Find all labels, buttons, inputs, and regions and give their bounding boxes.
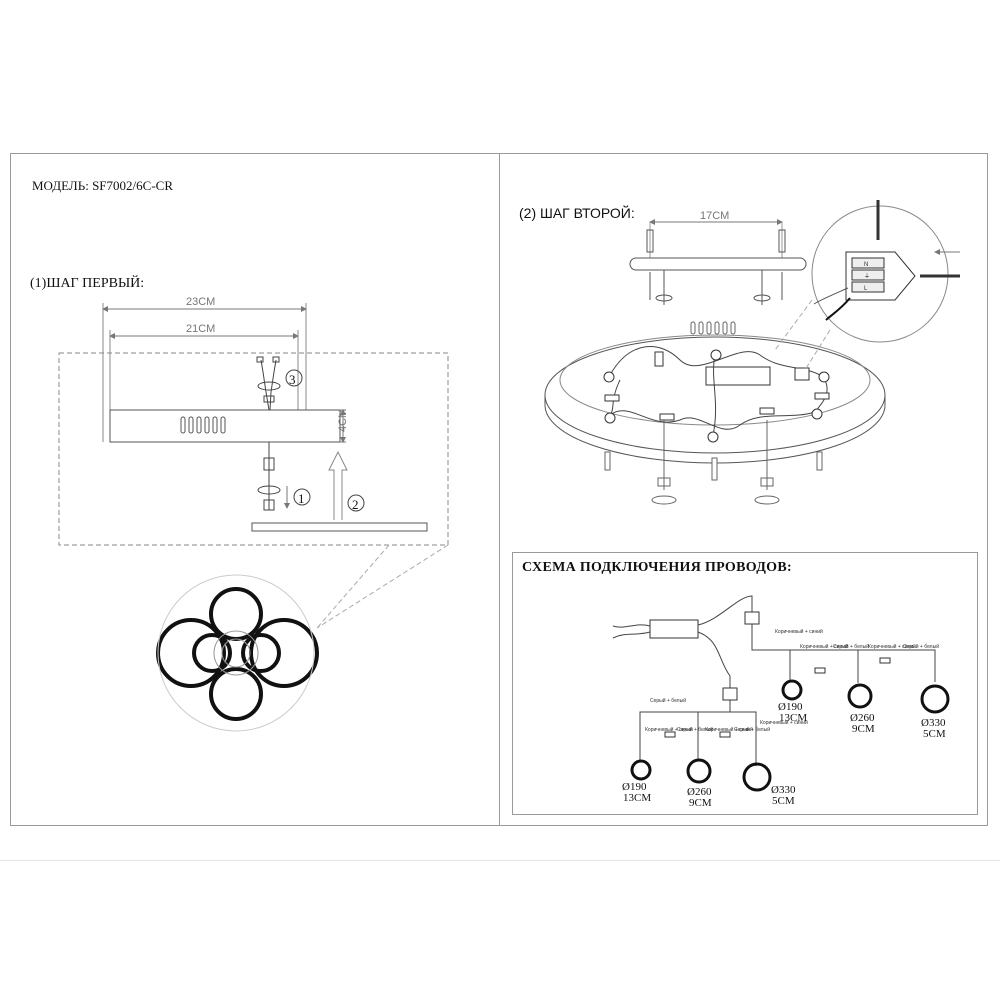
screws-bottom bbox=[651, 420, 780, 505]
ring-330-bottom bbox=[742, 762, 772, 792]
terminal-label-ground: ⏚ bbox=[864, 273, 870, 280]
callout-2: 2 bbox=[352, 497, 359, 512]
wire-label-brown-blue: Коричневый + синий bbox=[775, 628, 823, 635]
arrow-2 bbox=[328, 450, 348, 520]
panel-divider bbox=[499, 153, 500, 826]
wiring-scheme: Коричневый + синий Коричневый + синий Се… bbox=[612, 595, 950, 809]
wire-label-6: Серый + белый bbox=[677, 726, 713, 733]
callout-2-circle bbox=[347, 494, 365, 512]
dim-4-label: 4CM bbox=[337, 409, 349, 432]
scheme-connectors bbox=[664, 611, 891, 738]
step2-diagram: 17CM bbox=[544, 200, 960, 505]
led-driver bbox=[705, 366, 771, 386]
fixture-top-view bbox=[156, 587, 319, 721]
canopy-vents bbox=[180, 416, 226, 434]
ring-260-bottom bbox=[686, 758, 712, 784]
ring-top-1-height: 13CM bbox=[779, 712, 807, 724]
ring-top-1-diameter: Ø190 bbox=[778, 701, 803, 713]
wire-label-4: Серый + белый bbox=[903, 643, 939, 650]
step1-title: (1)ШАГ ПЕРВЫЙ: bbox=[30, 276, 145, 291]
page-rule bbox=[0, 860, 1000, 861]
wire-label-3: Коричневый + синий bbox=[868, 643, 916, 650]
ring-top-2-height: 9CM bbox=[852, 723, 875, 735]
wire-label-7: Коричневый + синий bbox=[705, 726, 753, 733]
ring-top-3-diameter: Ø330 bbox=[921, 717, 946, 729]
wiring-scheme-title: СХЕМА ПОДКЛЮЧЕНИЯ ПРОВОДОВ: bbox=[522, 560, 792, 575]
anchors bbox=[646, 229, 786, 305]
wire-label-2: Серый + белый bbox=[833, 643, 869, 650]
ring-190-top bbox=[781, 679, 803, 701]
step1-diagram: 23CM 21CM 4CM bbox=[58, 296, 449, 732]
ring-bottom-2-height: 9CM bbox=[689, 797, 712, 809]
callout-3-circle bbox=[285, 369, 303, 387]
dim-17-label: 17CM bbox=[700, 210, 729, 222]
canopy-wires bbox=[256, 356, 281, 511]
mounting-bracket bbox=[629, 257, 807, 271]
wiring-scheme-frame bbox=[512, 552, 978, 815]
mount-plate bbox=[251, 522, 428, 532]
ring-bottom-2-diameter: Ø260 bbox=[687, 786, 712, 798]
base-vents bbox=[690, 321, 736, 335]
wire-label-lower: Коричневый + синий bbox=[760, 719, 808, 726]
ring-top-2-diameter: Ø260 bbox=[850, 712, 875, 724]
step2-title: (2) ШАГ ВТОРОЙ: bbox=[519, 205, 635, 221]
detail-frame bbox=[58, 352, 449, 546]
terminal-label-l: L bbox=[864, 286, 868, 292]
wire-label-grey-white: Серый + белый bbox=[650, 697, 686, 704]
ring-top-3-height: 5CM bbox=[923, 728, 946, 740]
terminal-block: N ⏚ L bbox=[813, 200, 960, 321]
scheme-driver bbox=[649, 619, 699, 639]
ring-bottom-1-height: 13CM bbox=[623, 792, 651, 804]
dim-23-label: 23CM bbox=[186, 296, 215, 308]
ring-bottom-3-diameter: Ø330 bbox=[771, 784, 796, 796]
wire-label-8: Серый + белый bbox=[734, 726, 770, 733]
callout-1: 1 bbox=[298, 491, 305, 506]
ring-bottom-3-height: 5CM bbox=[772, 795, 795, 807]
ring-190-bottom bbox=[630, 759, 652, 781]
wire-label-1: Коричневый + синий bbox=[800, 643, 848, 650]
terminal-label-n: N bbox=[864, 262, 868, 268]
dim-21-label: 21CM bbox=[186, 323, 215, 335]
wire-label-5: Коричневый + синий bbox=[645, 726, 693, 733]
callout-3: 3 bbox=[289, 372, 296, 387]
ring-bottom-1-diameter: Ø190 bbox=[622, 781, 647, 793]
led-mounts bbox=[603, 349, 830, 443]
legs bbox=[604, 451, 823, 481]
callout-1-circle bbox=[293, 488, 311, 506]
connectors bbox=[604, 351, 830, 421]
model-label: МОДЕЛЬ: SF7002/6C-CR bbox=[32, 178, 173, 193]
ring-260-top bbox=[847, 683, 873, 709]
ring-330-top bbox=[920, 684, 950, 714]
